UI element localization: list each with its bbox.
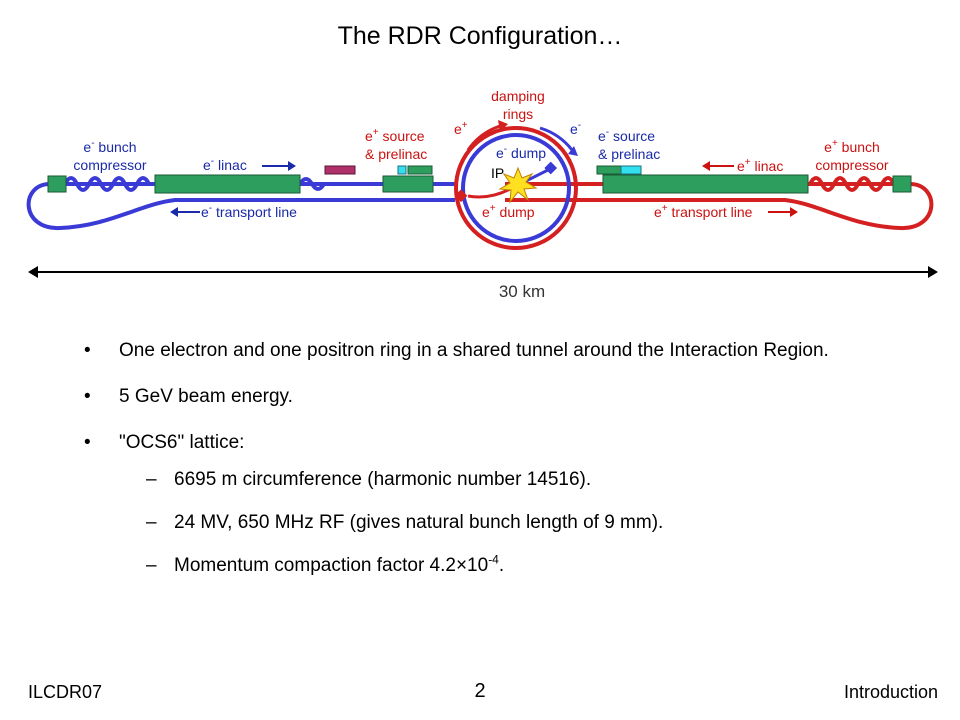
sub-bullet-text: 24 MV, 650 MHz RF (gives natural bunch l… <box>174 512 664 533</box>
positron-dump-block <box>454 189 468 203</box>
sub-bullet-text: 6695 m circumference (harmonic number 14… <box>174 469 592 490</box>
positron-source-block <box>382 175 434 193</box>
sub-bullet-marker: – <box>146 555 157 576</box>
positron-prelinac-block <box>407 165 433 175</box>
positron-compressor-wiggle <box>808 176 896 192</box>
damping-rings <box>454 120 578 250</box>
bullet-marker: • <box>84 386 91 407</box>
electron-transport-loop <box>26 182 455 231</box>
label-positron-bunch-compressor: e+ bunch <box>824 138 880 155</box>
electron-compressor-wiggle <box>63 176 151 192</box>
label-length: 30 km <box>499 282 545 301</box>
footer-right: Introduction <box>843 682 938 702</box>
label-electron-dump: e- dump <box>496 144 546 161</box>
bullet-item: • "OCS6" lattice: <box>84 426 884 459</box>
page-number: 2 <box>474 680 486 702</box>
label-electron-linac: e- linac <box>203 156 247 173</box>
footer-left: ILCDR07 <box>28 682 103 702</box>
ilc-layout-diagram: e- bunch compressor e- linac e- transpor… <box>26 88 938 301</box>
positron-linac-block <box>602 174 809 194</box>
label-damping-rings-line2: rings <box>503 106 533 122</box>
bullet-text: One electron and one positron ring in a … <box>119 340 829 361</box>
slide-title: The RDR Configuration… <box>337 22 623 50</box>
electron-beamline <box>26 165 455 231</box>
positron-transport-loop <box>505 182 934 231</box>
label-damping-rings: damping <box>491 88 545 104</box>
positron-target-block <box>397 165 407 175</box>
bullet-item: • One electron and one positron ring in … <box>84 334 884 367</box>
positron-source-undulator <box>324 165 356 175</box>
positron-ring-direction-arrow <box>466 124 501 151</box>
sub-bullet-marker: – <box>146 512 157 533</box>
label-electron-source-line2: & prelinac <box>598 146 660 162</box>
positron-bunch-compressor-block <box>892 175 912 193</box>
label-positron-ring: e+ <box>454 120 468 137</box>
label-electron-bunch-compressor: e- bunch <box>83 138 136 155</box>
sub-bullet-item: – 24 MV, 650 MHz RF (gives natural bunch… <box>84 506 884 539</box>
sub-bullet-marker: – <box>146 469 157 490</box>
sub-bullet-text: Momentum compaction factor 4.2×10-4. <box>174 552 505 576</box>
label-electron-transport: e- transport line <box>201 203 297 220</box>
electron-damping-ring <box>461 133 571 243</box>
label-ip: IP <box>491 165 504 181</box>
electron-source-block <box>596 165 622 175</box>
positron-damping-ring <box>454 126 578 250</box>
diagram-labels: e- bunch compressor e- linac e- transpor… <box>28 88 938 301</box>
ip-star-icon <box>498 166 538 204</box>
bullet-marker: • <box>84 432 91 453</box>
label-electron-bunch-compressor-line2: compressor <box>73 157 146 173</box>
electron-bunch-compressor-block <box>47 175 67 193</box>
bullet-item: • 5 GeV beam energy. <box>84 380 884 413</box>
sub-bullet-item: – 6695 m circumference (harmonic number … <box>84 463 884 496</box>
label-positron-source-line2: & prelinac <box>365 146 427 162</box>
label-positron-bunch-compressor-line2: compressor <box>815 157 888 173</box>
electron-dump-block <box>544 161 558 175</box>
bullet-text: "OCS6" lattice: <box>119 432 245 453</box>
label-electron-ring: e- <box>570 120 581 137</box>
electron-source-wiggle <box>298 177 326 191</box>
bullet-list: • One electron and one positron ring in … <box>84 334 884 592</box>
electron-source-cyan <box>620 165 642 175</box>
label-positron-source: e+ source <box>365 127 425 144</box>
bullet-text: 5 GeV beam energy. <box>119 386 293 407</box>
bullet-marker: • <box>84 340 91 361</box>
positron-beamline <box>505 165 934 231</box>
electron-ring-direction-arrow <box>539 126 574 151</box>
sub-bullet-item: – Momentum compaction factor 4.2×10-4. <box>84 549 884 582</box>
label-electron-source: e- source <box>598 127 655 144</box>
label-positron-dump: e+ dump <box>482 203 535 220</box>
label-positron-transport: e+ transport line <box>654 203 753 220</box>
electron-linac-block <box>154 174 301 194</box>
label-positron-linac: e+ linac <box>737 157 783 174</box>
